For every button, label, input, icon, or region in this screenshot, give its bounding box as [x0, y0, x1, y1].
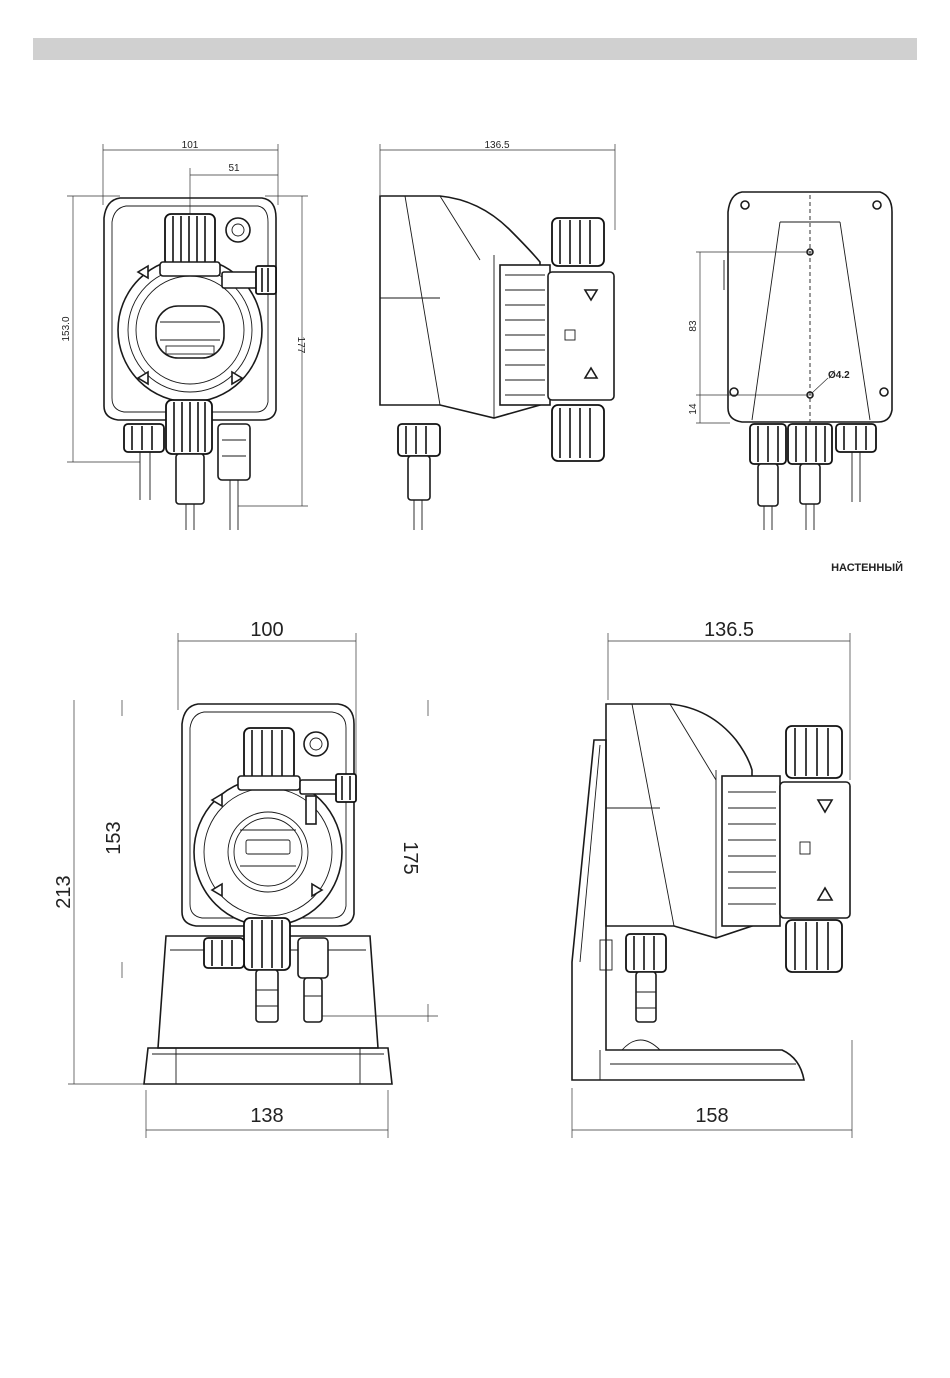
dim-floor-front-outlet-height: 175: [399, 841, 421, 874]
dim-floor-side-base-depth: 158: [695, 1105, 728, 1127]
wall-side-view: 136.5: [380, 140, 615, 530]
dim-wall-side-depth: 136.5: [484, 140, 509, 151]
dim-wall-back-hole-bottom: 14: [688, 403, 699, 415]
dim-wall-back-hole-spacing: 83: [688, 320, 699, 332]
dim-floor-front-total-height: 213: [53, 875, 75, 908]
floor-front-view: 100 213 153 175: [53, 619, 438, 1138]
wall-front-view: 101 51 153.0 177: [61, 140, 308, 530]
dim-floor-front-body-width: 100: [250, 619, 283, 641]
wall-mount-label: НАСТЕННЫЙ: [831, 561, 903, 574]
dim-wall-front-width: 101: [182, 140, 199, 151]
dim-floor-side-depth: 136.5: [704, 619, 754, 641]
dim-wall-front-height: 153.0: [61, 316, 72, 341]
dim-floor-front-base-width: 138: [250, 1105, 283, 1127]
dim-wall-front-offset: 51: [228, 163, 240, 174]
dim-wall-back-hole-diameter: Ø4.2: [828, 370, 850, 381]
dim-floor-front-body-height: 153: [103, 821, 125, 854]
wall-back-view: 83 14 Ø4.2: [688, 192, 892, 530]
dim-wall-front-total-height: 177: [295, 337, 306, 354]
floor-side-view: 136.5: [572, 619, 852, 1138]
